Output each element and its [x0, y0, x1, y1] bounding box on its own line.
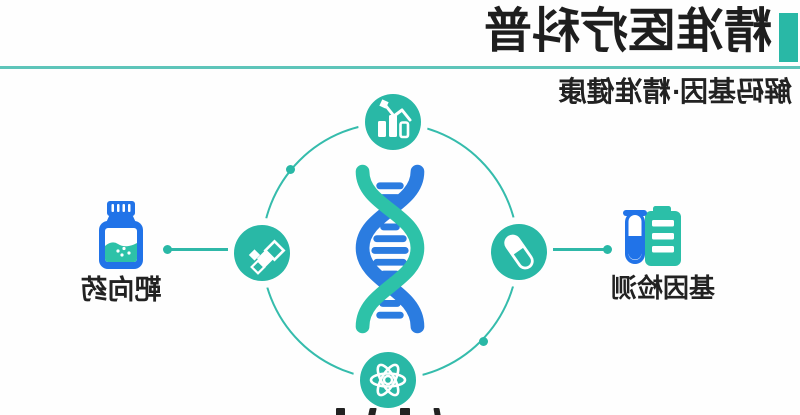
node-statistics [365, 94, 421, 150]
title-accent-block [779, 13, 798, 62]
node-molecule [234, 225, 290, 281]
node-capsule [491, 224, 547, 280]
left-item-label: 靶向药 [80, 275, 162, 305]
caption-fragment [433, 408, 441, 415]
caption-fragment [368, 408, 377, 415]
caption-fragment [336, 408, 345, 415]
dna-helix-icon [355, 164, 425, 334]
page-subtitle: 解码基因·精准健康 [558, 76, 792, 107]
header-divider-line [0, 66, 800, 69]
capsule-icon [504, 234, 534, 270]
molecule-diamonds-icon [248, 239, 286, 275]
right-item-label: 基因检测 [611, 273, 716, 303]
bar-chart-trend-icon [378, 99, 412, 139]
page-title: 精准医疗科普 [483, 5, 772, 58]
caption-fragment [400, 408, 410, 415]
orbit-dot-upper-left [286, 165, 295, 174]
node-atom [360, 352, 416, 408]
cropped-bottom-caption [336, 408, 466, 415]
right-connector-line [553, 248, 605, 251]
atom-icon [369, 363, 407, 397]
orbit-dot-lower-right [479, 337, 488, 346]
left-connector-line [170, 248, 228, 251]
medicine-bottle-icon [99, 201, 143, 269]
left-connector-dot [163, 245, 172, 254]
right-connector-dot [603, 245, 612, 254]
test-tube-report-icon [623, 206, 681, 266]
